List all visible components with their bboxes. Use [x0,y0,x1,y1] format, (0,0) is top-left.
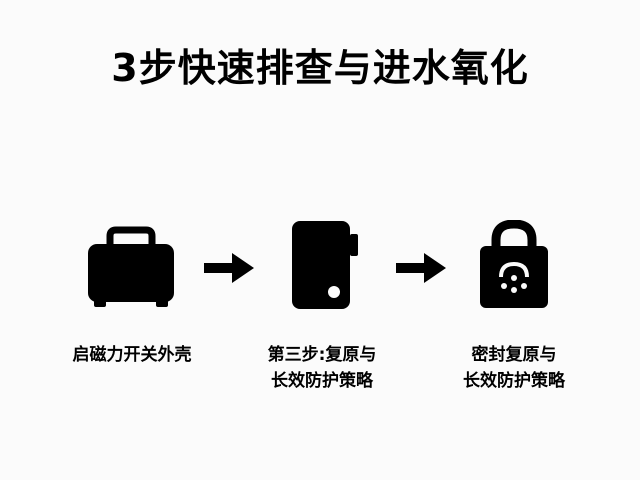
page-title: 3步快速排查与进水氧化 [111,46,529,90]
arrow-right-icon [204,253,254,283]
arrow-right-icon [396,253,446,283]
phone-icon [292,221,358,309]
toolbox-icon [88,226,174,307]
step-2-label: 第三步:复原与 长效防护策略 [232,342,412,394]
step-3-label-line-2: 长效防护策略 [463,371,565,391]
step-1-label: 启磁力开关外壳 [42,342,222,368]
step-2-label-line-1: 第三步:复原与 [267,345,377,365]
lock-bag-icon [480,220,548,308]
step-3-label: 密封复原与 长效防护策略 [424,342,604,394]
step-1-label-line-1: 启磁力开关外壳 [72,345,192,365]
step-3-label-line-1: 密封复原与 [471,345,557,365]
step-2-label-line-2: 长效防护策略 [271,371,373,391]
